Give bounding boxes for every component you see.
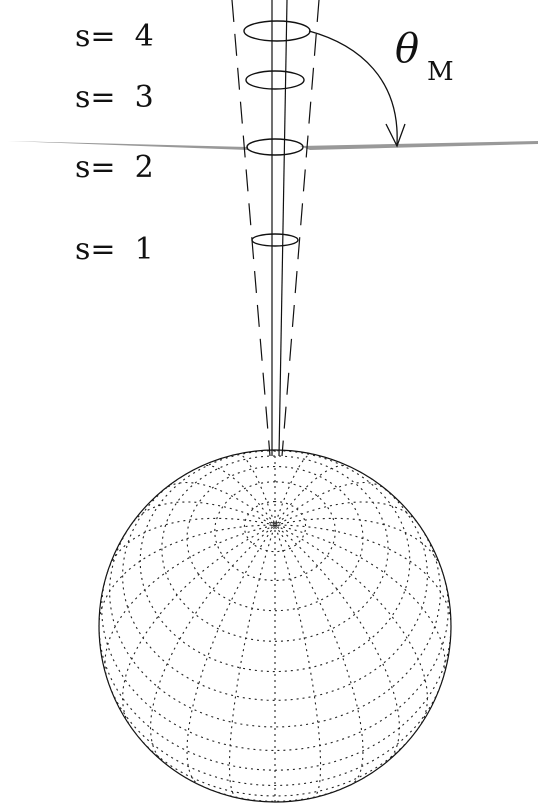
angle-arrow	[308, 30, 406, 148]
level-label-s3: s= 3	[75, 80, 154, 115]
sphere-latitude-line	[107, 680, 443, 787]
sphere-meridian-line	[107, 517, 276, 572]
sphere-meridian-line	[274, 524, 322, 799]
sphere-meridian-line	[274, 524, 428, 729]
shell-ring-s2	[246, 138, 304, 156]
sphere-meridian-line	[98, 524, 275, 627]
sphere-latitude-line	[109, 517, 441, 728]
sphere-meridian-line	[275, 524, 452, 627]
theta-subscript: M	[427, 57, 454, 87]
sphere	[98, 449, 452, 803]
sphere-meridian-line	[122, 524, 276, 729]
sphere-meridian-line	[274, 481, 388, 526]
shell-ring-s3	[245, 70, 305, 90]
sphere-meridian-line	[274, 524, 446, 681]
sphere-latitude-line	[185, 777, 365, 802]
shell-ring-s4	[243, 20, 311, 42]
sphere-meridian-line	[274, 517, 443, 572]
angle-label: θ M	[395, 26, 454, 87]
sphere-meridian-line	[228, 524, 276, 799]
inner-cone	[271, 0, 288, 457]
sphere-meridian-line	[274, 501, 421, 527]
sphere-grid	[98, 450, 452, 802]
sphere-meridian-line	[200, 464, 276, 526]
level-label-s4: s= 4	[75, 19, 154, 54]
plane-right-wedge	[300, 141, 538, 150]
sphere-latitude-line	[186, 465, 364, 612]
shell-rings	[243, 20, 311, 247]
sphere-latitude-line	[131, 727, 419, 797]
sphere-meridian-line	[186, 524, 276, 786]
sphere-meridian-line	[162, 481, 276, 526]
level-labels: s= 4 s= 3 s= 2 s= 1	[75, 19, 154, 267]
observation-plane	[8, 141, 538, 150]
sphere-meridian-line	[274, 524, 401, 763]
sphere-meridian-line	[129, 501, 276, 527]
plane-left-wedge	[8, 141, 248, 150]
shell-ring-s1	[251, 233, 299, 247]
level-label-s1: s= 1	[75, 232, 154, 267]
sphere-meridian-line	[104, 524, 276, 681]
theta-symbol: θ	[395, 26, 419, 72]
outer-cone	[231, 0, 320, 457]
level-label-s2: s= 2	[75, 150, 154, 185]
sphere-meridian-line	[274, 524, 364, 786]
sphere-meridian-line	[274, 464, 350, 526]
sphere-meridian-line	[149, 524, 276, 763]
sphere-meridian-line	[237, 453, 276, 526]
sphere-meridian-line	[274, 453, 313, 526]
sphere-latitude-line	[122, 470, 428, 701]
